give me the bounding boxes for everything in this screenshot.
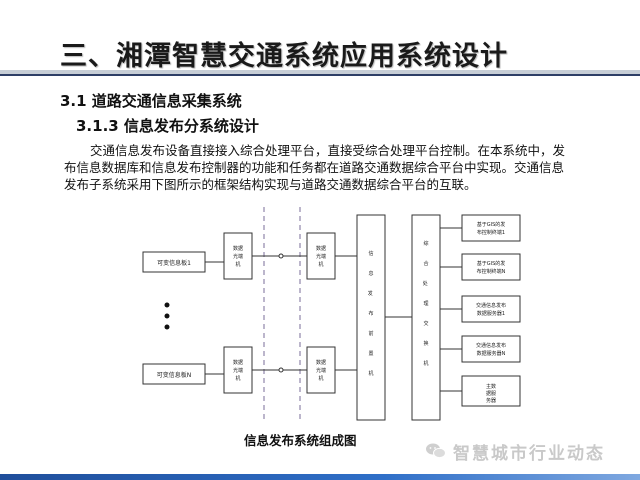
link-node-top	[278, 253, 284, 259]
source-box-bottom: 可变信息板N	[142, 363, 206, 385]
source-top-label: 可变信息板1	[157, 259, 191, 267]
svg-text:数据光端机: 数据光端机	[233, 359, 243, 382]
converter2-top: 数据光端机	[306, 232, 336, 280]
title-underline-dark	[0, 74, 640, 76]
right-box-1: 基于GIS的发布控制终端1	[461, 214, 521, 242]
converter-bottom: 数据光端机	[223, 346, 253, 394]
svg-text:数据光端机: 数据光端机	[233, 245, 243, 268]
svg-text:综合处 理交换机: 综合处 理交换机	[423, 240, 430, 367]
source-box-top: 可变信息板1	[142, 251, 206, 273]
converter-top: 数据光端机	[223, 232, 253, 280]
front-processor-box: 信息发 布前置机	[356, 214, 386, 421]
title-underline-light	[0, 70, 640, 74]
svg-text:主数据服务器: 主数据服务器	[486, 383, 496, 404]
connectors	[205, 227, 462, 392]
source-bottom-label: 可变信息板N	[157, 371, 192, 379]
wechat-icon	[426, 443, 446, 459]
svg-text:基于GIS的发布控制终端N: 基于GIS的发布控制终端N	[477, 260, 506, 275]
svg-text:信息发 布前置机: 信息发 布前置机	[368, 250, 375, 377]
paragraph-line-3: 发布子系统采用下图所示的框架结构实现与道路交通数据综合平台的互联。	[64, 177, 477, 192]
converter2-bottom: 数据光端机	[306, 346, 336, 394]
bottom-strip	[0, 474, 640, 480]
link-node-bottom	[278, 367, 284, 373]
watermark: 智慧城市行业动态	[425, 440, 605, 464]
switch-box: 综合处 理交换机	[411, 214, 441, 421]
svg-text:交通信息发布数据服务器N: 交通信息发布数据服务器N	[476, 342, 506, 357]
right-box-4: 交通信息发布数据服务器N	[461, 335, 521, 363]
svg-text:基于GIS的发布控制终端1: 基于GIS的发布控制终端1	[477, 221, 506, 236]
paragraph-line-2: 布信息数据库和信息发布控制器的功能和任务都在道路交通数据综合平台中实现。交通信息	[64, 160, 565, 175]
paragraph-line-1: 交通信息发布设备直接接入综合处理平台，直接受综合处理平台控制。在本系统中，发	[90, 143, 566, 158]
svg-text:数据光端机: 数据光端机	[316, 359, 326, 382]
diagram-caption: 信息发布系统组成图	[244, 433, 357, 448]
ellipsis-dot-1	[164, 302, 170, 308]
right-box-2: 基于GIS的发布控制终端N	[461, 253, 521, 281]
page-title: 三、湘潭智慧交通系统应用系统设计	[60, 41, 508, 72]
watermark-text: 智慧城市行业动态	[453, 443, 605, 464]
svg-text:交通信息发布数据服务器1: 交通信息发布数据服务器1	[476, 302, 506, 317]
body-paragraph: 交通信息发布设备直接接入综合处理平台，直接受综合处理平台控制。在本系统中，发 布…	[64, 142, 612, 193]
subsection-heading: 3.1.3 信息发布分系统设计	[76, 117, 259, 135]
section-heading: 3.1 道路交通信息采集系统	[60, 92, 242, 110]
right-box-3: 交通信息发布数据服务器1	[461, 295, 521, 323]
right-box-5: 主数据服务器	[461, 375, 521, 407]
ellipsis-dot-2	[164, 313, 170, 319]
svg-text:数据光端机: 数据光端机	[316, 245, 326, 268]
ellipsis-dot-3	[164, 324, 170, 330]
